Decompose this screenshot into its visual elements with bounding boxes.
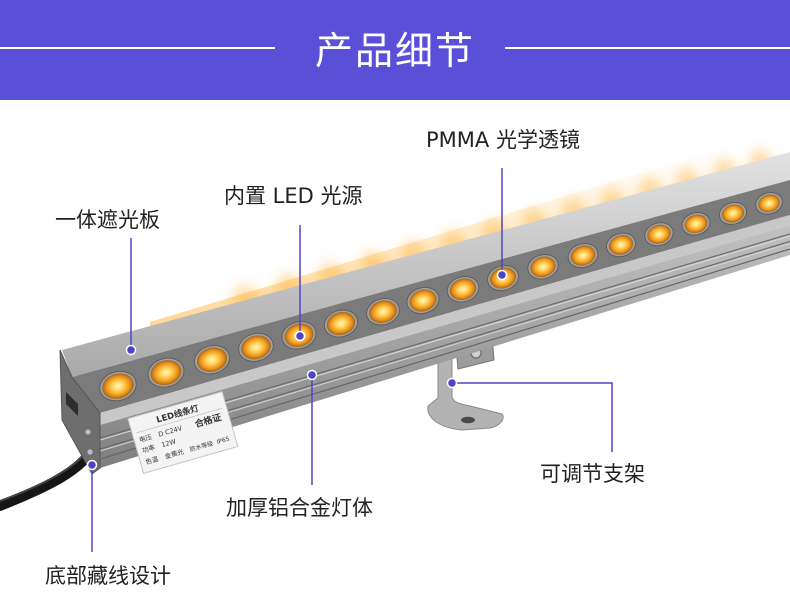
led-lens [449,278,477,301]
bracket-plate [427,357,504,431]
banner-line-left [0,47,275,49]
sticker-background [127,390,239,475]
led-lens [326,311,356,336]
led-lens [196,347,228,373]
callout-label-bracket: 可调节支架 [540,462,645,486]
sticker-power-label: 功率 [141,442,156,454]
callout-label-led-source: 内置 LED 光源 [224,184,363,208]
end-cap-slot [66,392,78,416]
page-title: 产品细节 [314,29,475,73]
callout-dot-aluminum-body [306,369,318,381]
led-lens [570,245,596,266]
end-cap [59,349,101,475]
header-banner: 产品细节 [0,0,790,100]
led-lens [721,204,745,223]
led-lens [684,214,708,234]
power-cable [0,453,91,511]
aluminum-body [100,225,790,468]
bracket-mount-hole [461,416,475,424]
callout-dot-shade-plate [125,344,137,356]
callout-dot-hidden-wiring [86,459,98,471]
callout-label-hidden-wiring: 底部藏线设计 [45,564,171,588]
led-lens [369,300,397,324]
callout-label-pmma-lens: PMMA 光学透镜 [426,128,580,152]
led-lens [102,373,134,399]
led-lens [409,289,437,312]
callout-dot-led-source [294,330,306,342]
sticker-waterproof: IP65 [216,436,231,446]
led-lens [758,194,780,213]
callout-lines [86,168,613,552]
led-lens-row [99,192,783,402]
banner-line-right [505,47,790,49]
led-lens [608,235,634,255]
led-lens [647,224,671,244]
power-cable-highlight [0,454,85,502]
callout-dot-pmma-lens [496,269,508,281]
callout-dot-bracket [446,377,458,389]
lens-lip [100,215,790,425]
led-wall-washer-bar [59,152,790,475]
led-lens [530,256,556,278]
end-cap-screw [87,449,93,455]
led-lens [241,335,271,360]
shade-plate [62,152,790,377]
led-lens [150,360,182,386]
sticker-color-temp-label: 色温 [144,454,159,466]
callout-label-shade-plate: 一体遮光板 [55,208,160,232]
sticker-voltage-label: 电压 [138,432,153,444]
sticker-power: 12W [160,437,177,449]
certificate-sticker: LED线条灯 电压 D C24V 合格证 功率 12W 色温 金黄光 防水等级 … [127,390,239,475]
callout-label-aluminum-body: 加厚铝合金灯体 [226,496,373,520]
end-cap-screw [85,429,91,435]
sticker-divider [136,407,223,434]
callout-line-bracket [452,382,613,452]
